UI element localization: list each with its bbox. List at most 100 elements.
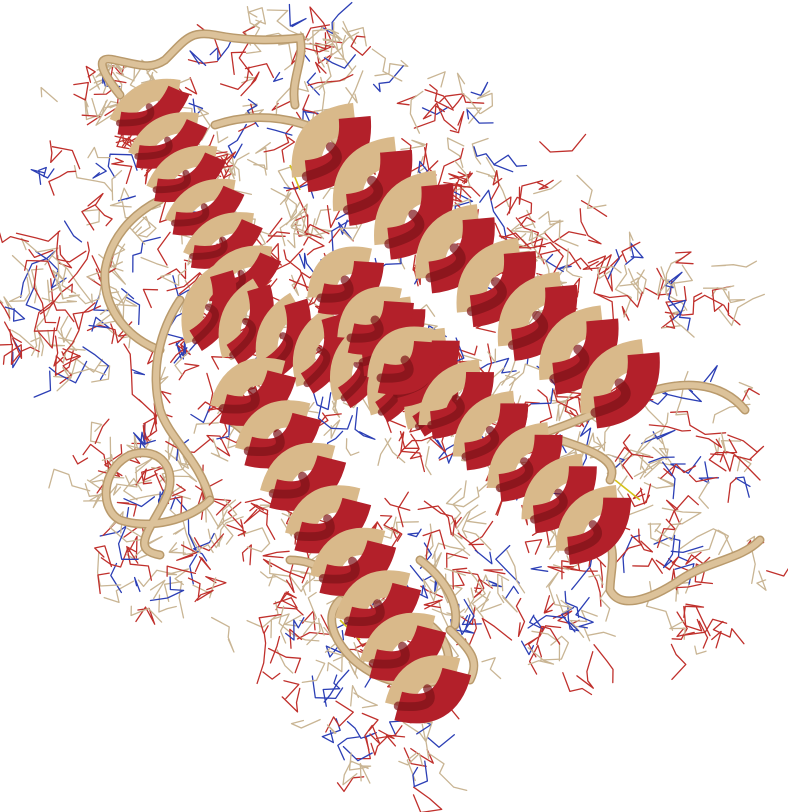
sidechain-stick <box>182 533 202 556</box>
sidechain-stick <box>647 523 662 533</box>
helix-shading <box>229 317 257 359</box>
coil-loop <box>557 437 615 483</box>
sidechain-stick <box>73 164 113 193</box>
sidechain-stick <box>708 438 738 472</box>
sidechain-stick <box>241 544 252 566</box>
sidechain-stick <box>711 630 722 649</box>
helix-shading <box>530 488 568 524</box>
sidechain-stick <box>94 545 113 568</box>
sidechain-stick <box>685 551 711 565</box>
sidechain-stick <box>727 302 741 326</box>
sidechain-stick <box>312 390 332 411</box>
sidechain-stick <box>110 562 123 594</box>
sidechain-stick <box>665 315 676 329</box>
sidechain-stick <box>0 232 29 244</box>
sidechain-stick <box>86 261 124 282</box>
helix-shading <box>508 310 548 350</box>
sidechain-stick <box>99 299 138 315</box>
sidechain-stick <box>321 1 353 35</box>
sidechain-stick <box>555 594 572 614</box>
sidechain-stick <box>409 90 424 134</box>
sidechain-stick <box>693 294 730 315</box>
sidechain-stick <box>97 572 110 595</box>
coil-loop <box>447 627 477 683</box>
sidechain-stick <box>131 369 146 376</box>
sidechain-stick <box>434 437 450 464</box>
sidechain-stick <box>506 196 533 220</box>
coil-loop <box>153 297 213 503</box>
sidechain-stick <box>126 545 153 581</box>
sidechain-stick <box>643 462 673 478</box>
sidechain-stick <box>279 192 301 219</box>
sidechain-stick <box>262 671 281 680</box>
sidechain-stick <box>205 506 220 528</box>
sidechain-stick <box>189 554 198 585</box>
sidechain-stick <box>688 474 718 483</box>
sidechain-stick <box>266 127 293 136</box>
sidechain-stick <box>290 216 302 227</box>
sidechain-stick <box>190 405 211 424</box>
sidechain-stick <box>244 63 275 79</box>
sidechain-stick <box>424 89 465 110</box>
helix-shading <box>376 355 414 383</box>
sidechain-stick <box>694 645 707 655</box>
sidechain-stick <box>422 529 446 550</box>
sidechain-stick <box>101 436 112 462</box>
sidechain-stick <box>740 387 760 406</box>
sidechain-stick <box>614 264 632 318</box>
sidechain-stick <box>411 143 428 172</box>
sidechain-stick <box>668 288 682 321</box>
sidechain-stick <box>269 635 281 664</box>
sidechain-stick <box>621 241 641 263</box>
sidechain-stick <box>444 567 466 576</box>
sidechain-stick <box>497 573 510 604</box>
sidechain-stick <box>383 521 419 535</box>
sidechain-stick <box>82 346 110 381</box>
sidechain-stick <box>258 613 282 634</box>
sidechain-stick <box>312 65 357 90</box>
sidechain-stick <box>256 625 269 685</box>
sidechain-stick <box>137 569 178 588</box>
sidechain-stick <box>576 651 594 689</box>
sidechain-stick <box>506 549 526 594</box>
coil-loop <box>101 197 163 353</box>
sidechain-stick <box>398 752 423 766</box>
sidechain-stick <box>665 495 699 511</box>
sidechain-stick <box>221 498 238 545</box>
sidechain-stick <box>40 86 58 103</box>
sidechain-stick <box>638 528 654 553</box>
sidechain-stick <box>287 218 316 249</box>
sidechain-stick <box>468 520 494 546</box>
sidechain-stick <box>402 721 427 742</box>
sidechain-stick <box>479 189 507 240</box>
sidechain-stick <box>323 54 356 69</box>
sidechain-stick <box>30 268 44 304</box>
sidechain-stick <box>341 20 357 45</box>
sidechain-stick <box>317 396 353 430</box>
sidechain-stick <box>250 502 276 540</box>
sidechain-stick <box>107 153 138 179</box>
coil-loop <box>99 30 304 108</box>
sidechain-stick <box>82 208 100 226</box>
sidechain-stick <box>466 510 487 525</box>
sidechain-stick <box>446 137 465 168</box>
sidechain-stick <box>426 734 455 748</box>
sidechain-stick <box>662 461 676 500</box>
sidechain-stick <box>463 530 492 551</box>
sidechain-stick <box>12 337 22 369</box>
sidechain-stick <box>15 230 61 242</box>
sidechain-stick <box>270 188 297 226</box>
sidechain-stick <box>618 434 664 463</box>
sidechain-stick <box>157 231 171 266</box>
sidechain-stick <box>446 552 469 568</box>
helix-shading <box>343 599 385 627</box>
sidechain-stick <box>194 544 214 554</box>
sidechain-stick <box>285 558 295 594</box>
sidechain-stick <box>466 108 494 124</box>
sidechain-stick <box>455 182 472 202</box>
sidechain-stick <box>219 66 250 91</box>
sidechain-stick <box>422 578 448 595</box>
sidechain-stick <box>595 254 613 292</box>
sidechain-stick <box>555 408 559 422</box>
sidechain-stick <box>176 544 198 561</box>
